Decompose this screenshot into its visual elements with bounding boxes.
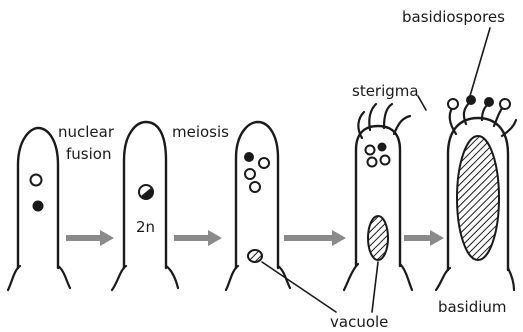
arrow-1 [66, 230, 114, 246]
hypha-base [112, 266, 178, 290]
vacuole-medium [368, 216, 388, 260]
hypha-base [436, 268, 514, 290]
label-basidium: basidium [438, 298, 507, 316]
pointer-vacuole-1 [262, 262, 336, 312]
nucleus-3 [245, 169, 255, 179]
hypha-base [8, 266, 70, 290]
arrow-3 [284, 230, 346, 246]
nucleus-4 [381, 156, 390, 165]
pointer-basidiospores [470, 28, 490, 96]
vacuole-large [457, 136, 499, 260]
spore-2 [466, 95, 476, 105]
nucleus-filled [33, 201, 44, 212]
pointer-vacuole-2 [372, 262, 378, 312]
cell-stage-3 [226, 122, 290, 290]
vacuole-small [248, 250, 262, 262]
nucleus-2 [378, 143, 387, 152]
label-2n: 2n [136, 218, 155, 236]
arrow-2 [174, 230, 222, 246]
spore-4 [500, 99, 510, 109]
label-vacuole: vacuole [330, 313, 388, 331]
nucleus-open [31, 175, 42, 186]
nucleus-1 [244, 152, 254, 162]
label-basidiospores: basidiospores [402, 8, 505, 26]
cell-outline [236, 122, 278, 268]
label-sterigma: sterigma [352, 82, 419, 100]
hypha-base [226, 266, 290, 290]
spore-3 [484, 97, 494, 107]
cell-outline [18, 128, 58, 268]
cell-stage-1 [8, 128, 70, 290]
label-fusion: fusion [66, 145, 111, 163]
nucleus-1 [366, 146, 375, 155]
nucleus-4 [250, 182, 260, 192]
label-meiosis: meiosis [172, 123, 229, 141]
arrow-4 [404, 230, 444, 246]
nucleus-3 [368, 158, 377, 167]
cell-stage-2 [112, 122, 178, 290]
spore-1 [448, 99, 458, 109]
nucleus-2 [259, 158, 269, 168]
cell-stage-5 [436, 95, 516, 290]
label-nuclear: nuclear [58, 123, 115, 141]
pointer-sterigma [418, 96, 426, 110]
